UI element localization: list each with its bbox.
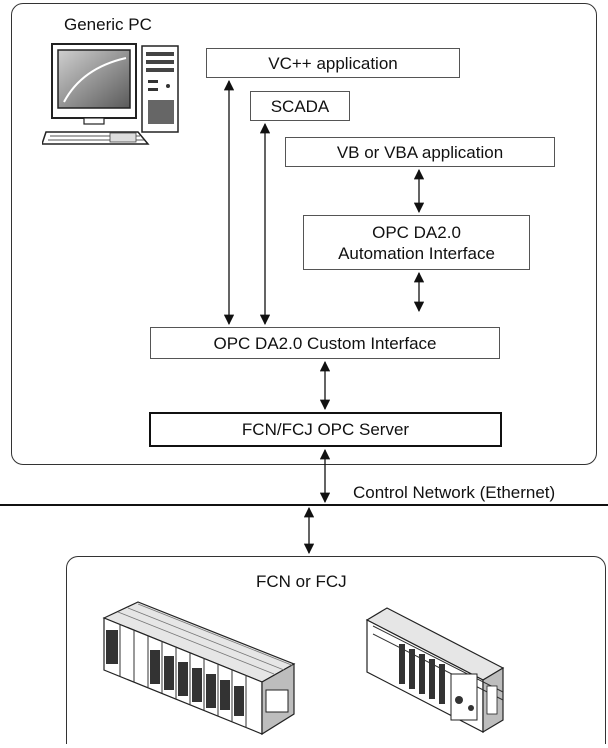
custom-interface-label: OPC DA2.0 Custom Interface <box>213 333 437 353</box>
fcn-rack-illustration <box>102 601 296 736</box>
vcpp-application-box: VC++ application <box>206 48 460 78</box>
network-label: Control Network (Ethernet) <box>353 483 556 502</box>
opc-server-label: FCN/FCJ OPC Server <box>241 420 410 439</box>
fcj-unit-illustration <box>365 607 505 734</box>
opc-server-box: FCN/FCJ OPC Server <box>149 412 502 447</box>
automation-interface-line1: OPC DA2.0 <box>372 222 461 242</box>
scada-box: SCADA <box>250 91 350 121</box>
vb-vba-application-box: VB or VBA application <box>285 137 555 167</box>
automation-interface-line2: Automation Interface <box>338 243 495 263</box>
scada-label: SCADA <box>270 96 330 116</box>
fcn-fcj-label: FCN or FCJ <box>256 572 347 591</box>
vb-vba-application-label: VB or VBA application <box>336 142 504 162</box>
automation-interface-box: OPC DA2.0 Automation Interface <box>303 215 530 270</box>
custom-interface-box: OPC DA2.0 Custom Interface <box>150 327 500 359</box>
generic-pc-label: Generic PC <box>64 15 152 34</box>
computer-illustration <box>42 43 179 145</box>
vcpp-application-label: VC++ application <box>268 53 398 73</box>
